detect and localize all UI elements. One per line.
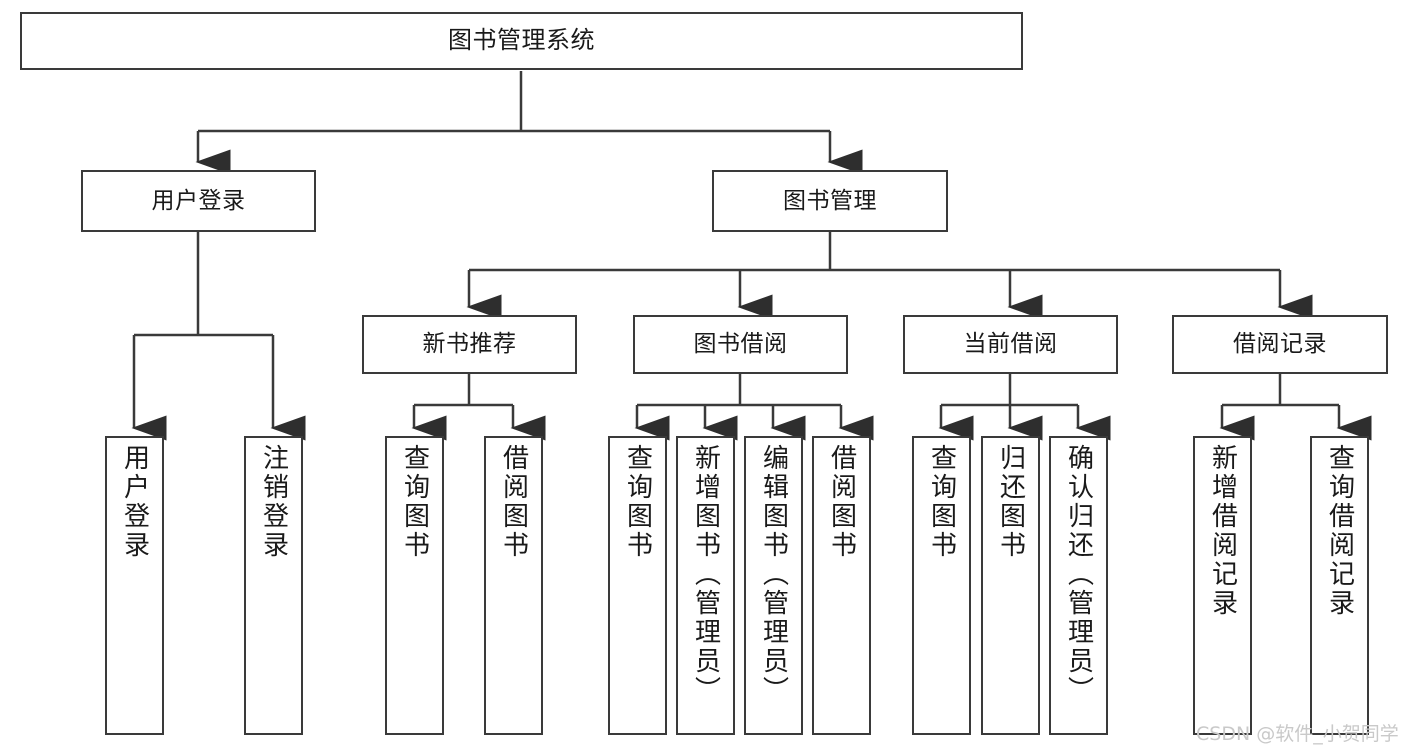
leaf-label: 查询图书 bbox=[926, 444, 957, 560]
leaf-label: 新增图书（管理员） bbox=[690, 444, 721, 705]
leaf-borrow-record-query[interactable]: 查询借阅记录 bbox=[1310, 436, 1369, 735]
node-current-borrow[interactable]: 当前借阅 bbox=[903, 315, 1118, 374]
leaf-label: 查询借阅记录 bbox=[1324, 444, 1355, 618]
leaf-label: 确认归还（管理员） bbox=[1063, 444, 1094, 705]
leaf-label: 归还图书 bbox=[995, 444, 1026, 560]
leaf-current-borrow-confirm-return[interactable]: 确认归还（管理员） bbox=[1049, 436, 1108, 735]
leaf-book-borrow-add[interactable]: 新增图书（管理员） bbox=[676, 436, 735, 735]
node-book-management[interactable]: 图书管理 bbox=[712, 170, 948, 232]
leaf-label: 用户登录 bbox=[119, 444, 150, 560]
leaf-book-borrow-query[interactable]: 查询图书 bbox=[608, 436, 667, 735]
node-book-borrow-label: 图书借阅 bbox=[693, 331, 788, 358]
node-root[interactable]: 图书管理系统 bbox=[20, 12, 1023, 70]
node-new-book-recommend[interactable]: 新书推荐 bbox=[362, 315, 577, 374]
node-borrow-record-label: 借阅记录 bbox=[1233, 331, 1327, 358]
leaf-new-book-query[interactable]: 查询图书 bbox=[385, 436, 444, 735]
leaf-label: 新增借阅记录 bbox=[1207, 444, 1238, 618]
node-book-borrow[interactable]: 图书借阅 bbox=[633, 315, 848, 374]
leaf-new-book-borrow[interactable]: 借阅图书 bbox=[484, 436, 543, 735]
node-book-management-label: 图书管理 bbox=[783, 187, 877, 214]
leaf-label: 查询图书 bbox=[622, 444, 653, 560]
leaf-label: 借阅图书 bbox=[826, 444, 857, 560]
node-user-login-label: 用户登录 bbox=[151, 187, 246, 214]
node-user-login[interactable]: 用户登录 bbox=[81, 170, 316, 232]
node-borrow-record[interactable]: 借阅记录 bbox=[1172, 315, 1388, 374]
leaf-user-login-logout[interactable]: 注销登录 bbox=[244, 436, 303, 735]
leaf-label: 注销登录 bbox=[258, 444, 289, 560]
node-current-borrow-label: 当前借阅 bbox=[963, 331, 1058, 358]
leaf-current-borrow-query[interactable]: 查询图书 bbox=[912, 436, 971, 735]
node-new-book-recommend-label: 新书推荐 bbox=[422, 331, 517, 358]
leaf-borrow-record-add[interactable]: 新增借阅记录 bbox=[1193, 436, 1252, 735]
leaf-current-borrow-return[interactable]: 归还图书 bbox=[981, 436, 1040, 735]
node-root-label: 图书管理系统 bbox=[448, 26, 595, 55]
leaf-book-borrow-edit[interactable]: 编辑图书（管理员） bbox=[744, 436, 803, 735]
leaf-label: 借阅图书 bbox=[498, 444, 529, 560]
leaf-label: 编辑图书（管理员） bbox=[758, 444, 789, 705]
leaf-user-login-login[interactable]: 用户登录 bbox=[105, 436, 164, 735]
watermark-text: CSDN @软件_小贺同学 bbox=[1196, 723, 1399, 745]
leaf-label: 查询图书 bbox=[399, 444, 430, 560]
leaf-book-borrow-borrow[interactable]: 借阅图书 bbox=[812, 436, 871, 735]
